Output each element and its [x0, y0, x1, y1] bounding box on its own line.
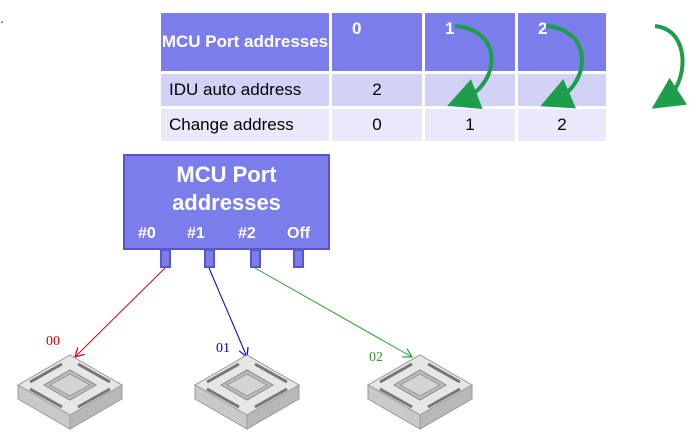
table-row: Change address 0 1 2	[161, 106, 609, 141]
row-label: Change address	[161, 106, 332, 141]
header-port-2: 2	[516, 13, 609, 73]
mcu-port-1-label: #1	[187, 225, 205, 242]
cell-value: 2	[330, 71, 425, 108]
cell-value: 2	[516, 106, 609, 141]
header-port-1: 1	[423, 13, 518, 73]
address-table: MCU Port addresses 0 1 2 IDU auto addres…	[161, 13, 609, 141]
cell-value: 0	[330, 106, 425, 141]
connection-line-02	[254, 267, 412, 357]
mcu-pin-1	[204, 249, 215, 268]
mcu-port-2-label: #2	[238, 225, 256, 242]
mcu-box: MCU Port addresses #0 #1 #2 Off	[123, 154, 330, 250]
indoor-unit-icon	[16, 354, 124, 430]
indoor-unit-icon	[193, 354, 301, 430]
table-header-row: MCU Port addresses 0 1 2	[161, 13, 609, 73]
mcu-port-0-label: #0	[138, 225, 156, 242]
cell-value: 1	[423, 71, 518, 108]
header-port-2-label: 2	[538, 19, 548, 38]
mcu-pin-2	[250, 249, 261, 268]
unit-label-01: 01	[216, 341, 230, 356]
header-port-0: 0	[330, 13, 425, 73]
header-port-0-label: 0	[352, 19, 362, 38]
cell-value: 1	[423, 106, 518, 141]
header-port-1-label: 1	[445, 19, 455, 38]
mcu-port-off-label: Off	[287, 225, 311, 242]
curved-arrow-2	[651, 24, 688, 109]
header-label-cell: MCU Port addresses	[161, 13, 332, 73]
stray-text: .	[0, 10, 4, 26]
unit-label-02: 02	[369, 350, 383, 365]
table-row: IDU auto address 2 1 0	[161, 71, 609, 108]
indoor-unit-icon	[366, 354, 474, 430]
mcu-pin-off	[293, 249, 304, 268]
connection-line-00	[75, 267, 166, 357]
mcu-title-line2: addresses	[172, 190, 281, 215]
cell-value: 0	[516, 71, 609, 108]
header-label: MCU Port addresses	[161, 32, 329, 51]
unit-label-00: 00	[46, 334, 60, 349]
mcu-pin-0	[160, 249, 171, 268]
mcu-title-line1: MCU Port	[176, 162, 277, 187]
row-label: IDU auto address	[161, 71, 332, 108]
